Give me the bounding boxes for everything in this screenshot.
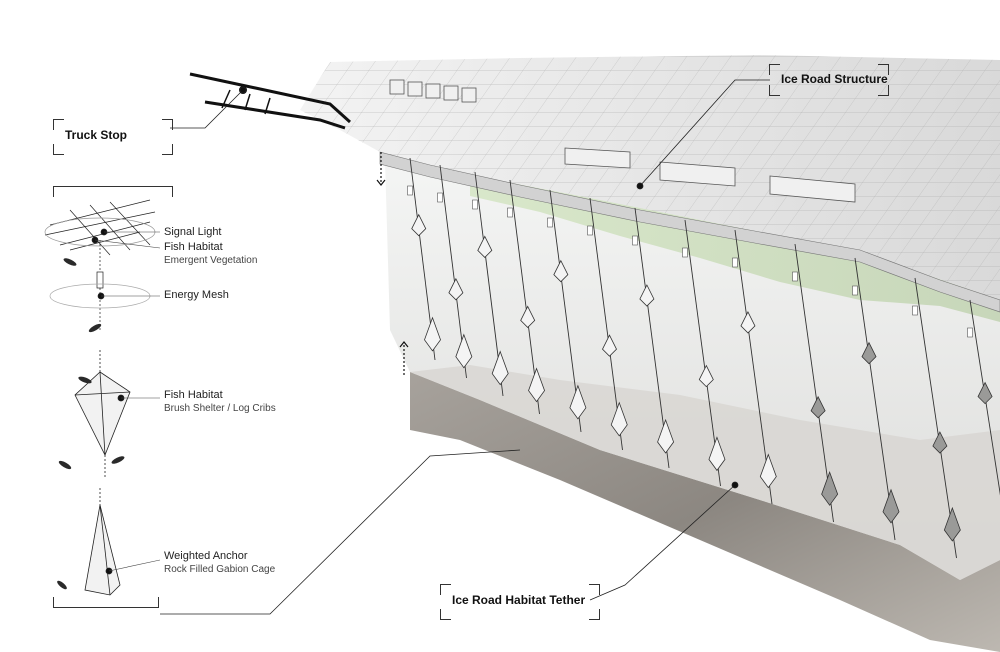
habitat-crystal [657, 418, 675, 454]
fish-habitat-vegetation-callout: Fish Habitat Emergent Vegetation [164, 241, 257, 267]
ice-road-structure-label: Ice Road Structure [769, 64, 889, 96]
habitat-crystal [569, 384, 587, 420]
habitat-crystal [639, 284, 655, 307]
tether-float [587, 225, 593, 236]
tether-float [912, 305, 918, 316]
tether-float [507, 207, 513, 218]
signal-light-text: Signal Light [164, 226, 222, 238]
tether-float [682, 247, 688, 258]
tether-line [969, 299, 1000, 496]
habitat-crystal [477, 235, 493, 258]
ice-grid [300, 55, 1000, 330]
legend-signal-light-mesh [44, 199, 156, 330]
gabion-cage-text: Rock Filled Gabion Cage [164, 564, 276, 575]
habitat-crystal [448, 277, 464, 301]
tether-line [734, 229, 773, 505]
habitat-crystal [810, 395, 826, 419]
weighted-anchor-callout: Weighted Anchor Rock Filled Gabion Cage [164, 550, 275, 576]
habitat-crystal [821, 471, 839, 506]
ice-road-buildings [389, 79, 856, 203]
lakebed-surface [410, 365, 1000, 580]
energy-mesh-text: Energy Mesh [164, 289, 229, 301]
tether-float [547, 217, 553, 228]
fish-habitat-brush-callout: Fish Habitat Brush Shelter / Log Cribs [164, 389, 276, 415]
habitat-crystal [759, 453, 777, 489]
habitat-crystal [740, 311, 756, 334]
energy-mesh-callout: Energy Mesh [164, 289, 229, 302]
emergent-vegetation-text: Emergent Vegetation [164, 255, 258, 266]
fish-habitat-text: Fish Habitat [164, 241, 223, 253]
tether-float [792, 271, 798, 282]
habitat-crystal [455, 333, 473, 369]
tether-float [732, 257, 738, 268]
tether-float [852, 285, 858, 296]
habitat-crystal [411, 213, 427, 237]
legend-bracket-top [53, 186, 173, 197]
legend-weighted-anchor [84, 488, 121, 596]
ice-slab-edge [379, 151, 1000, 313]
truck-stop-text: Truck Stop [65, 128, 128, 142]
habitat-crystal [698, 364, 714, 388]
legend-brush-shelter [74, 350, 131, 478]
depth-arrow-up [399, 341, 409, 375]
habitat-crystal [943, 506, 961, 542]
ice-road-structure-text: Ice Road Structure [781, 72, 888, 86]
habitat-crystal [553, 259, 569, 283]
habitat-crystal [602, 334, 617, 357]
tether-float [472, 199, 478, 210]
habitat-crystal [491, 350, 509, 386]
ice-road-habitat-tether-text: Ice Road Habitat Tether [452, 593, 586, 607]
signal-light-callout: Signal Light [164, 226, 222, 239]
depth-arrow-down [376, 152, 386, 186]
legend-bracket-bottom [53, 597, 159, 608]
tether-line [914, 277, 957, 559]
habitat-crystal [977, 381, 993, 405]
habitat-crystal [932, 431, 948, 454]
habitat-crystal [520, 305, 536, 328]
habitat-crystal [861, 341, 877, 365]
tether-line [854, 257, 896, 541]
brush-shelter-text: Brush Shelter / Log Cribs [164, 403, 276, 414]
habitat-crystal [528, 367, 545, 403]
truck-stop-label: Truck Stop [53, 119, 173, 155]
habitat-crystal [882, 488, 900, 524]
ice-road-habitat-tether-label: Ice Road Habitat Tether [440, 584, 600, 620]
weighted-anchor-text: Weighted Anchor [164, 550, 248, 562]
habitat-crystal [610, 401, 628, 437]
habitat-crystal [424, 316, 441, 352]
tether-float [632, 235, 638, 246]
legend-leaders [94, 231, 161, 572]
habitat-tethers [407, 157, 1000, 559]
habitat-crystal [708, 436, 726, 472]
tether-line [684, 219, 721, 487]
tether-float [407, 185, 413, 196]
legend-fish-icons [57, 258, 125, 590]
leader-lines [160, 79, 770, 615]
tether-float [967, 327, 973, 338]
tether-line [634, 207, 670, 469]
tether-line [794, 243, 834, 523]
fish-habitat-brush-text: Fish Habitat [164, 389, 223, 401]
tether-float [437, 192, 443, 203]
